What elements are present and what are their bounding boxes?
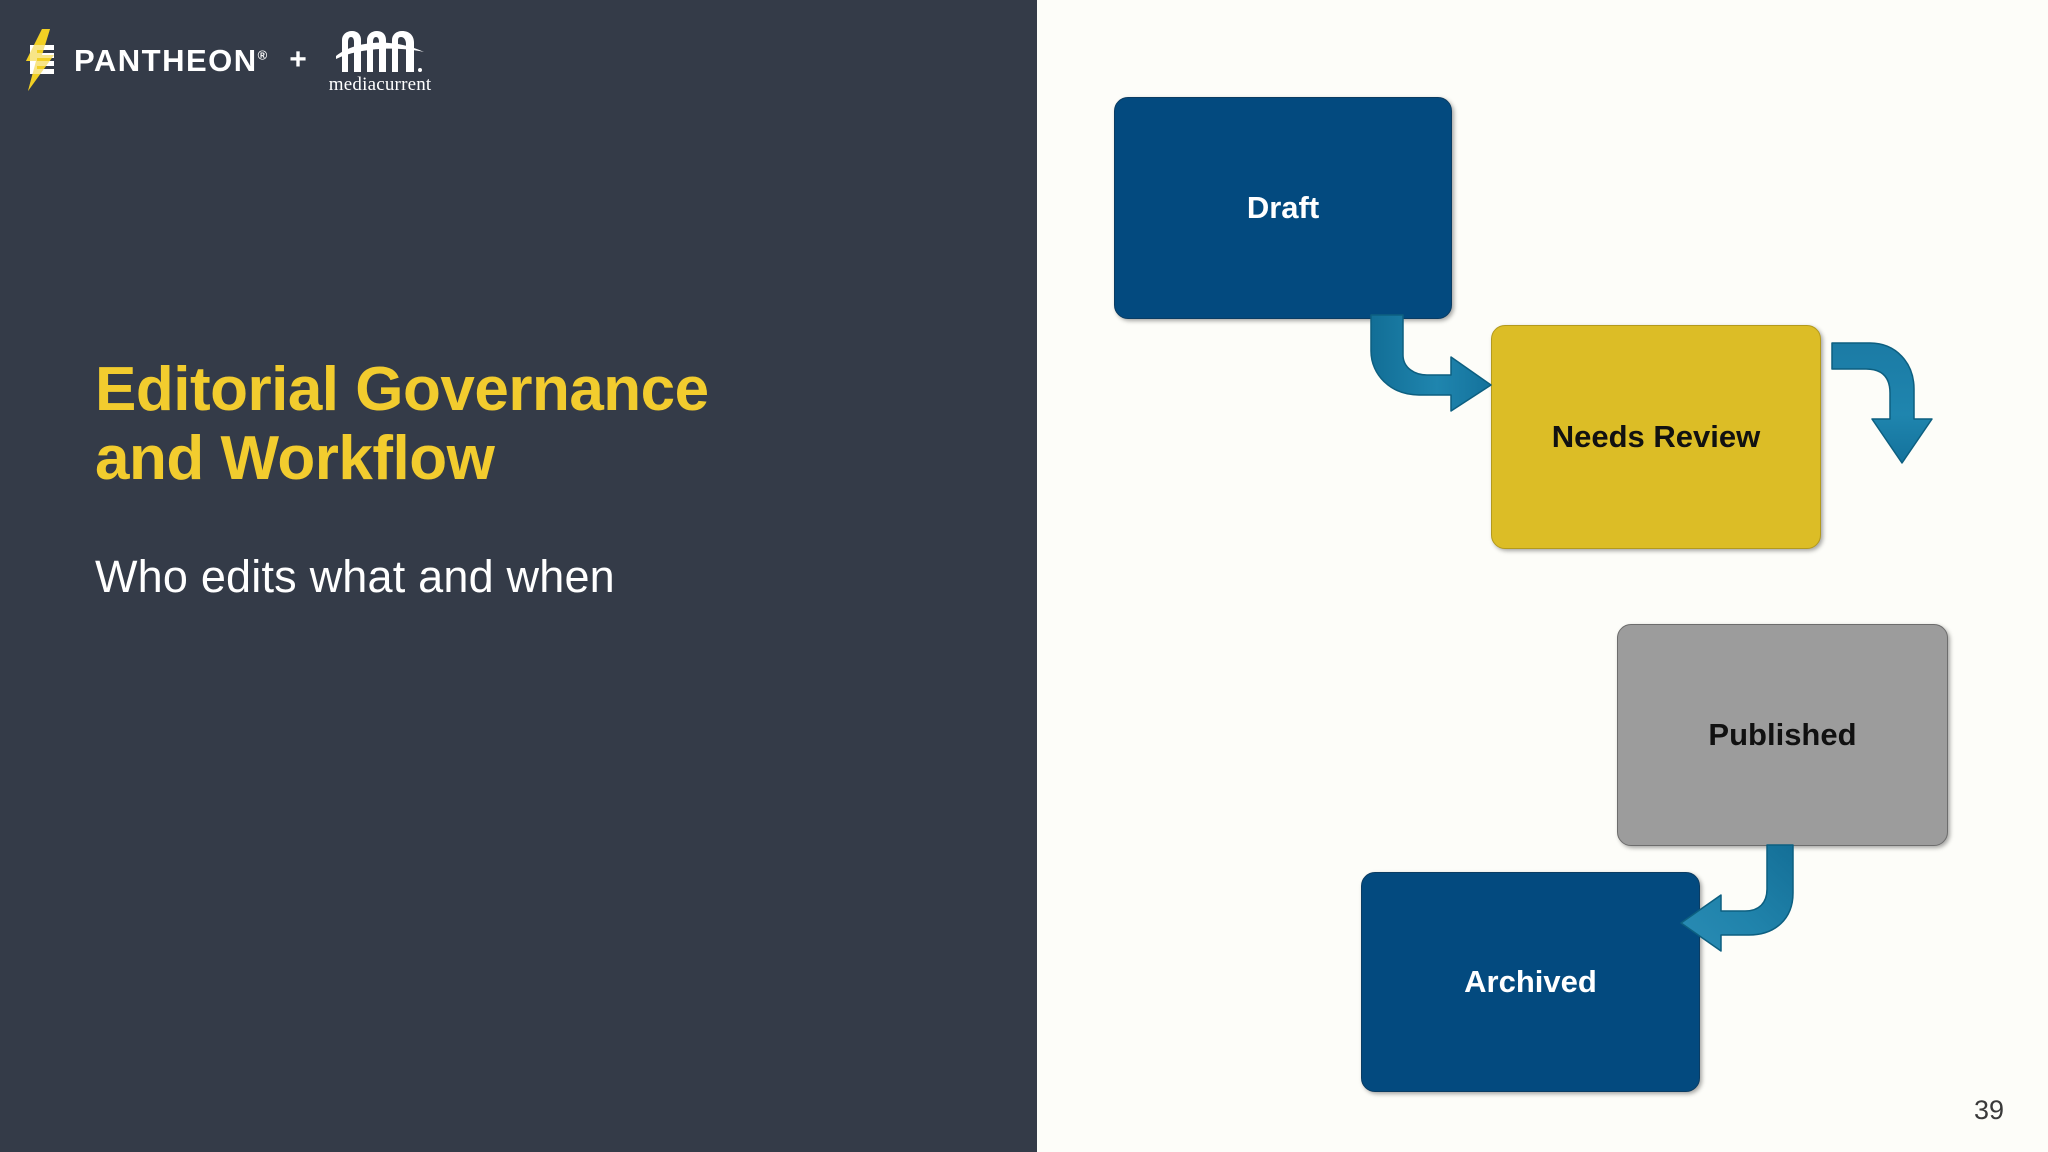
workflow-node-draft-label: Draft — [1246, 190, 1320, 225]
workflow-node-archived-label: Archived — [1464, 964, 1597, 999]
workflow-node-draft: Draft — [1114, 97, 1452, 319]
arrow-needs-review-to-published-icon — [1831, 342, 1933, 464]
arrow-published-to-archived-icon — [1680, 844, 1794, 952]
workflow-node-published: Published — [1617, 624, 1948, 846]
arrow-draft-to-needs-review-icon — [1370, 314, 1492, 412]
page-subtitle: Who edits what and when — [95, 550, 615, 602]
workflow-node-needs-review-label: Needs Review — [1551, 419, 1761, 454]
workflow-node-needs-review: Needs Review — [1491, 325, 1821, 549]
title-block: Editorial Governance and Workflow Who ed… — [95, 355, 855, 604]
left-panel: PANTHEON® + mediacurrent Editorial — [0, 0, 1037, 1152]
workflow-diagram: Draft Needs Review Published Archived — [1037, 0, 2048, 1152]
mediacurrent-logo: mediacurrent — [329, 26, 432, 94]
workflow-node-published-label: Published — [1708, 717, 1857, 752]
mediacurrent-bridge-m-icon — [334, 26, 426, 74]
pantheon-lightning-icon — [20, 29, 62, 91]
workflow-node-archived: Archived — [1361, 872, 1700, 1092]
registered-mark: ® — [257, 47, 268, 63]
mediacurrent-wordmark: mediacurrent — [328, 74, 432, 95]
pantheon-logo: PANTHEON® — [20, 29, 267, 91]
plus-icon: + — [289, 43, 307, 76]
page-title: Editorial Governance and Workflow — [95, 355, 709, 494]
logo-lockup: PANTHEON® + mediacurrent — [20, 24, 431, 96]
page-number: 39 — [1973, 1095, 2004, 1125]
pantheon-wordmark: PANTHEON® — [74, 45, 267, 76]
pantheon-wordmark-text: PANTHEON — [74, 42, 258, 78]
